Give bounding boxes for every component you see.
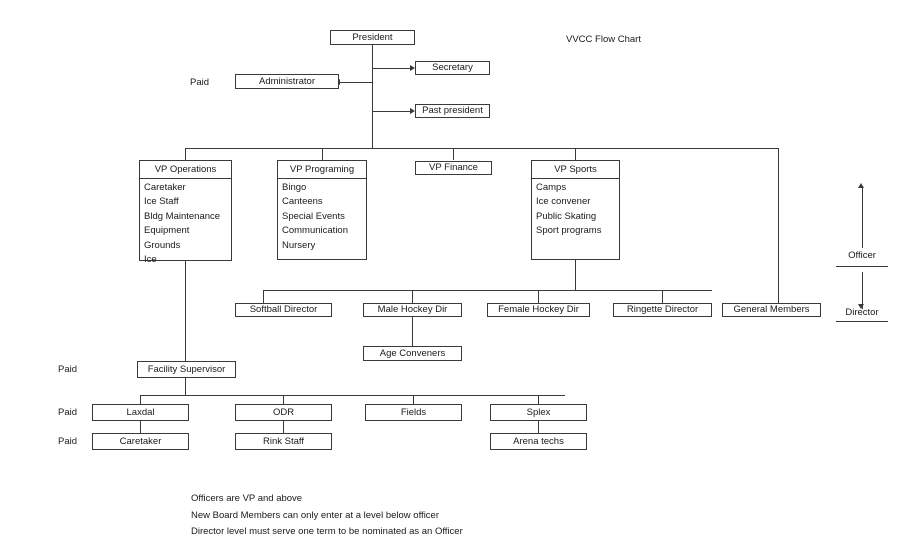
connector-vp-bus [185,148,779,149]
connector-legend-upper [861,188,863,248]
connector-odr-to-rink-staff [283,421,284,433]
connector-bus-to-odr [283,395,284,404]
vp-operations-item: Ice [144,254,157,265]
connector-bus-to-vp-programing [322,148,323,160]
vp-operations-item: Caretaker [144,181,186,193]
connector-president-spine [372,44,373,148]
connector-bus-to-general-members [778,148,779,303]
vp-sports-item: Sport programs [536,225,602,236]
vp-operations-items: Caretaker Ice Staff Bldg Maintenance Equ… [140,179,231,265]
node-male-hockey-dir[interactable]: Male Hockey Dir [363,303,462,317]
connector-bus-to-fields [413,395,414,404]
vp-sports-item: Camps [536,181,567,193]
vp-operations-title: VP Operations [140,161,231,179]
paid-label-caretaker-row: Paid [58,436,78,447]
vp-programing-title: VP Programing [278,161,366,179]
note-line: Officers are VP and above [191,493,303,504]
vp-programing-item: Bingo [282,181,307,193]
connector-director-bus [263,290,712,291]
connector-vp-operations-to-facility-supervisor [185,261,186,361]
connector-president-administrator [339,82,373,83]
vp-programing-item: Special Events [282,210,345,222]
connector-bus-to-male-hockey-dir [412,290,413,303]
note-line: New Board Members can only enter at a le… [191,510,440,521]
legend-label-director: Director [845,307,879,318]
vp-sports-item: Ice convener [536,196,591,207]
node-general-members[interactable]: General Members [722,303,821,317]
connector-president-secretary [372,68,412,69]
arrow-down-icon-director [858,304,864,309]
legend-divider-director [836,321,888,322]
paid-label-administrator: Paid [190,77,210,88]
vp-sports-items: Camps Ice convener Public Skating Sport … [532,179,619,236]
node-fields[interactable]: Fields [365,404,462,421]
paid-label-laxdal-row: Paid [58,407,78,418]
vp-operations-item: Equipment [144,225,190,236]
node-vp-programing[interactable]: VP Programing Bingo Canteens Special Eve… [277,160,367,260]
connector-splex-to-arena-techs [538,421,539,433]
connector-bus-to-vp-operations [185,148,186,160]
connector-vp-sports-drop [575,260,576,290]
node-rink-staff[interactable]: Rink Staff [235,433,332,450]
node-female-hockey-dir[interactable]: Female Hockey Dir [487,303,590,317]
connector-male-hockey-to-age-conveners [412,317,413,346]
page-title: VVCC Flow Chart [566,34,641,45]
vp-programing-item: Communication [282,225,348,236]
node-secretary[interactable]: Secretary [415,61,490,75]
node-laxdal[interactable]: Laxdal [92,404,189,421]
node-arena-techs[interactable]: Arena techs [490,433,587,450]
paid-label-facility-supervisor: Paid [58,364,78,375]
connector-facilities-bus [140,395,565,396]
node-facility-supervisor[interactable]: Facility Supervisor [137,361,236,378]
connector-laxdal-to-caretaker [140,421,141,433]
node-president[interactable]: President [330,30,415,45]
vp-operations-item: Bldg Maintenance [144,210,221,222]
connector-bus-to-vp-sports [575,148,576,160]
vp-operations-item: Ice Staff [144,196,179,207]
node-administrator[interactable]: Administrator [235,74,339,89]
connector-bus-to-vp-finance [453,148,454,160]
node-vp-sports[interactable]: VP Sports Camps Ice convener Public Skat… [531,160,620,260]
node-caretaker[interactable]: Caretaker [92,433,189,450]
node-past-president[interactable]: Past president [415,104,490,118]
legend-label-officer: Officer [848,250,876,261]
connector-bus-to-ringette-director [662,290,663,303]
connector-bus-to-softball-director [263,290,264,303]
vp-sports-title: VP Sports [532,161,619,179]
arrow-right-icon-secretary [410,64,415,71]
vp-programing-item: Canteens [282,196,323,207]
legend-divider-officer [836,266,888,267]
node-age-conveners[interactable]: Age Conveners [363,346,462,361]
arrow-right-icon-past-president [410,107,415,114]
node-softball-director[interactable]: Softball Director [235,303,332,317]
connector-legend-lower [861,272,863,309]
node-vp-finance[interactable]: VP Finance [415,161,492,175]
vp-programing-item: Nursery [282,239,316,251]
connector-bus-to-laxdal [140,395,141,404]
node-splex[interactable]: Splex [490,404,587,421]
connector-facility-supervisor-drop [185,378,186,395]
node-vp-operations[interactable]: VP Operations Caretaker Ice Staff Bldg M… [139,160,232,264]
connector-bus-to-splex [538,395,539,404]
note-line: Director level must serve one term to be… [191,526,463,537]
connector-bus-to-female-hockey-dir [538,290,539,303]
node-ringette-director[interactable]: Ringette Director [613,303,712,317]
connector-president-past-president [372,111,412,112]
vp-sports-item: Public Skating [536,210,597,222]
vp-operations-item: Grounds [144,239,181,251]
arrow-up-icon-officer [858,183,864,188]
node-odr[interactable]: ODR [235,404,332,421]
vp-programing-items: Bingo Canteens Special Events Communicat… [278,179,366,251]
